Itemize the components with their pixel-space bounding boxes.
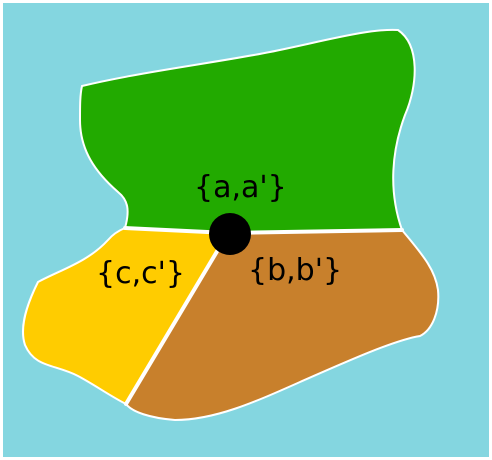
- region-b: [124, 228, 440, 422]
- region-a-label: {a,a'}: [194, 170, 287, 205]
- junction-point: [209, 213, 251, 255]
- region-a: [78, 28, 416, 235]
- region-b-label: {b,b'}: [248, 253, 342, 288]
- region-c-label: {c,c'}: [96, 256, 185, 291]
- border-b-c: [124, 231, 230, 406]
- border-a-b: [226, 228, 404, 235]
- region-c: [22, 226, 230, 406]
